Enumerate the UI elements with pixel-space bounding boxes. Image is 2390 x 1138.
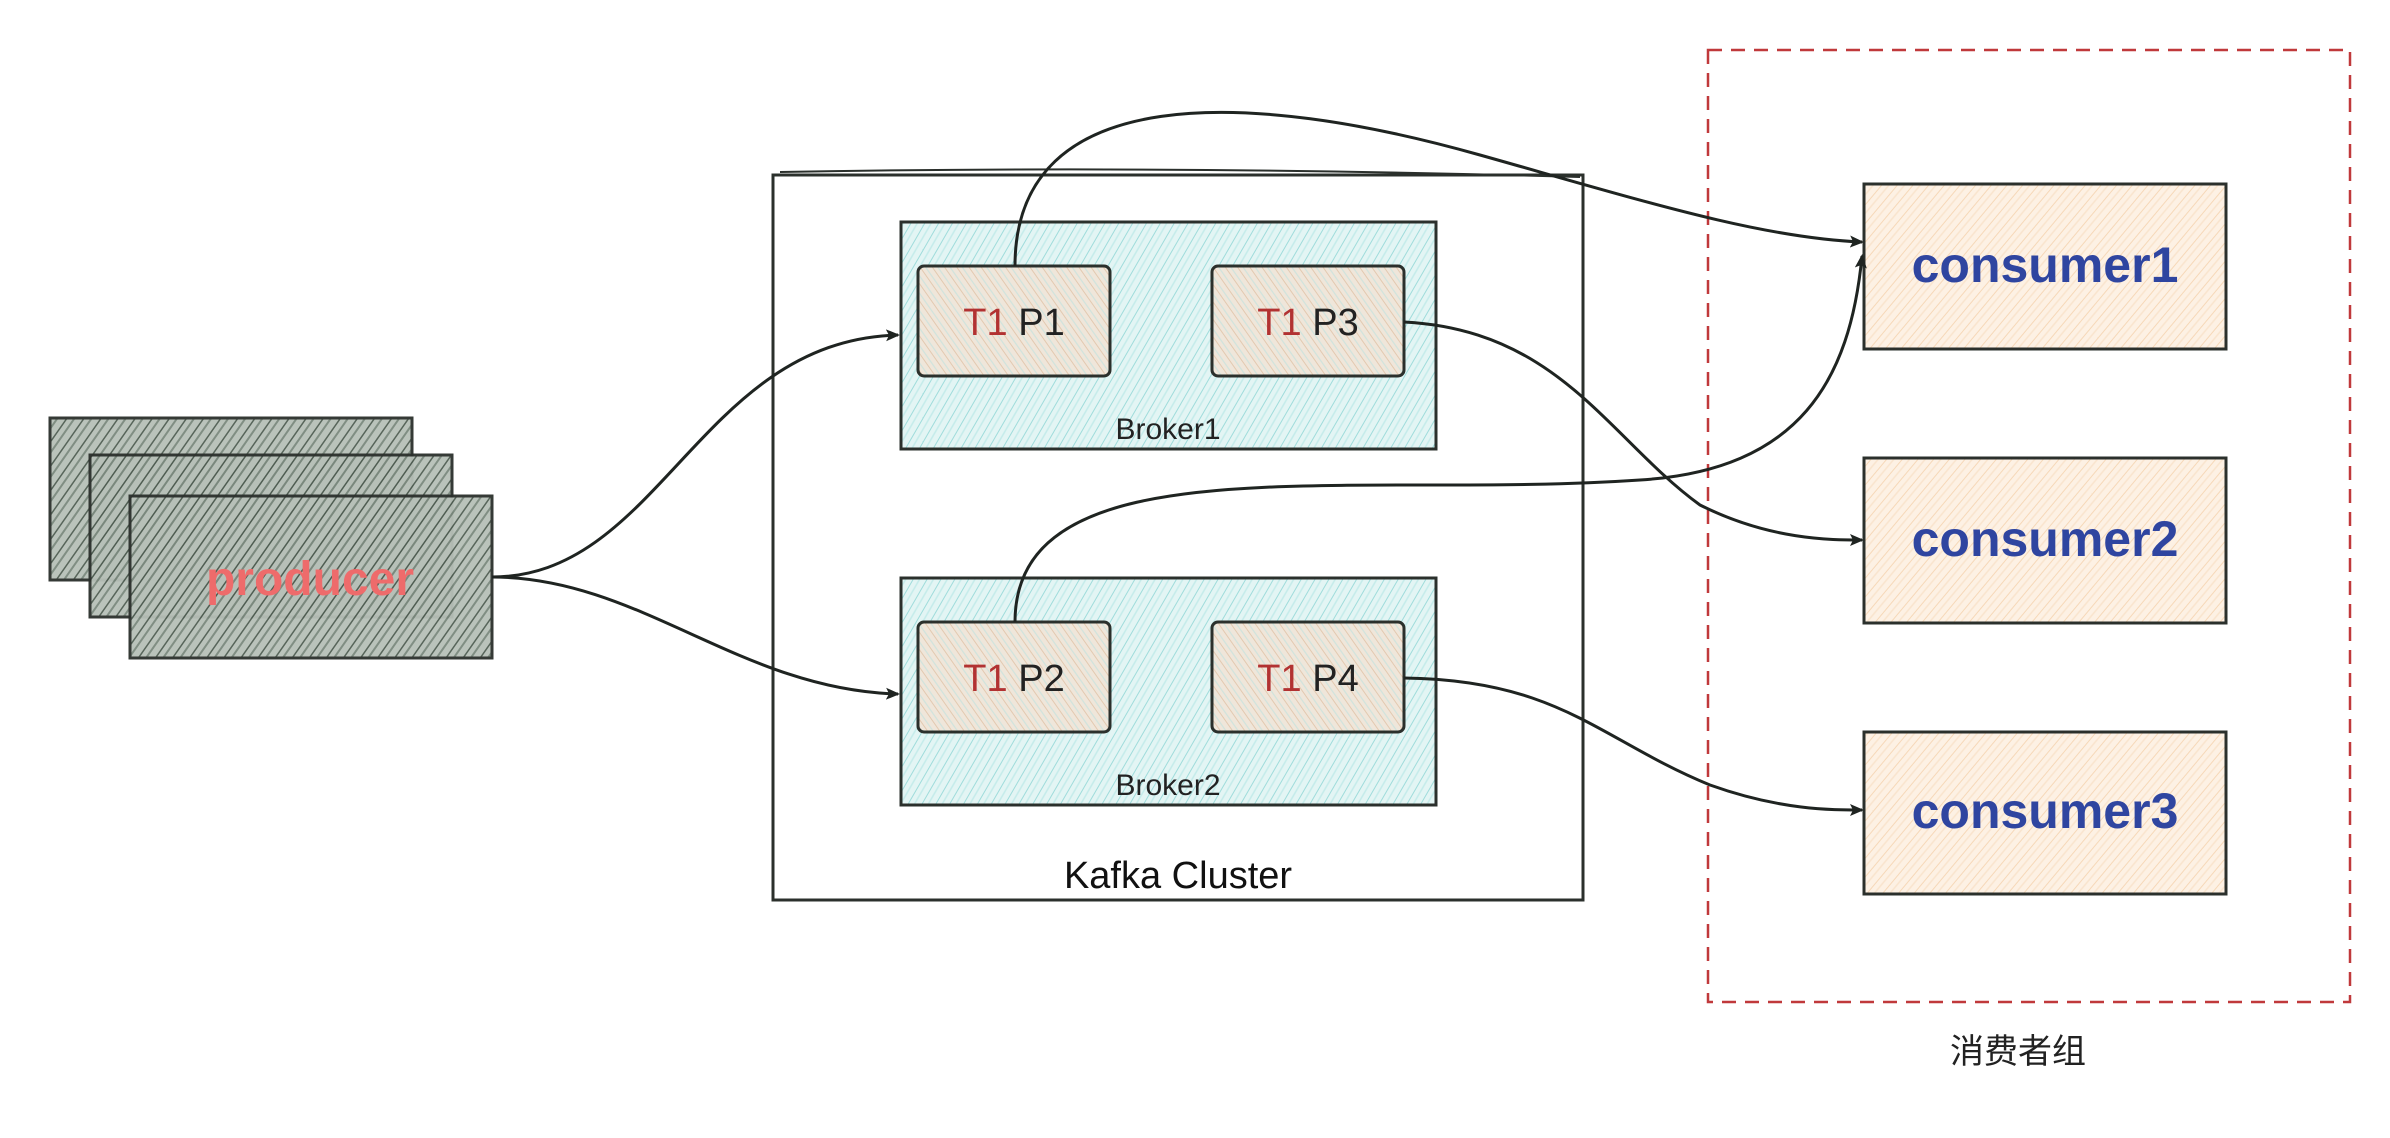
partition-t1-p3: T1 P3: [1210, 264, 1406, 378]
consumer-2-label: consumer2: [1912, 511, 2179, 567]
partition-t1-p1: T1 P1: [916, 264, 1112, 378]
topic-label: T1: [1257, 302, 1301, 344]
consumer-3: consumer3: [1862, 730, 2228, 896]
broker-2-label: Broker2: [1115, 769, 1220, 802]
partition-label: P3: [1312, 302, 1358, 344]
svg-text:T1 P4: T1 P4: [1257, 658, 1358, 700]
partition-label: P1: [1018, 302, 1064, 344]
consumer-3-label: consumer3: [1912, 783, 2179, 839]
kafka-cluster-label: Kafka Cluster: [1064, 855, 1292, 897]
topic-label: T1: [963, 658, 1007, 700]
consumer-2: consumer2: [1862, 456, 2228, 625]
arrow-p3-to-consumer2: [1403, 320, 1864, 546]
producer-label: producer: [206, 553, 414, 606]
consumer-1: consumer1: [1862, 182, 2228, 351]
partition-t1-p4: T1 P4: [1210, 620, 1406, 734]
consumer-group-label: 消费者组: [1950, 1033, 2086, 1071]
arrow-p1-to-consumer1: [1013, 110, 1864, 267]
arrow-p4-to-consumer3: [1403, 676, 1864, 816]
topic-label: T1: [1257, 658, 1301, 700]
svg-text:T1 P2: T1 P2: [963, 658, 1064, 700]
partition-t1-p2: T1 P2: [916, 620, 1112, 734]
arrow-p2-to-consumer1: [1013, 254, 1867, 623]
producer: producer: [48, 416, 494, 660]
broker-1-label: Broker1: [1115, 413, 1220, 446]
svg-text:T1 P3: T1 P3: [1257, 302, 1358, 344]
partition-label: P4: [1312, 658, 1358, 700]
topic-label: T1: [963, 302, 1007, 344]
svg-text:T1 P1: T1 P1: [963, 302, 1064, 344]
consumer-1-label: consumer1: [1912, 237, 2179, 293]
arrow-producer-to-p1: [491, 329, 900, 579]
arrow-producer-to-p2: [491, 575, 900, 700]
partition-label: P2: [1018, 658, 1064, 700]
consumer-group-border: [1706, 48, 2352, 1004]
